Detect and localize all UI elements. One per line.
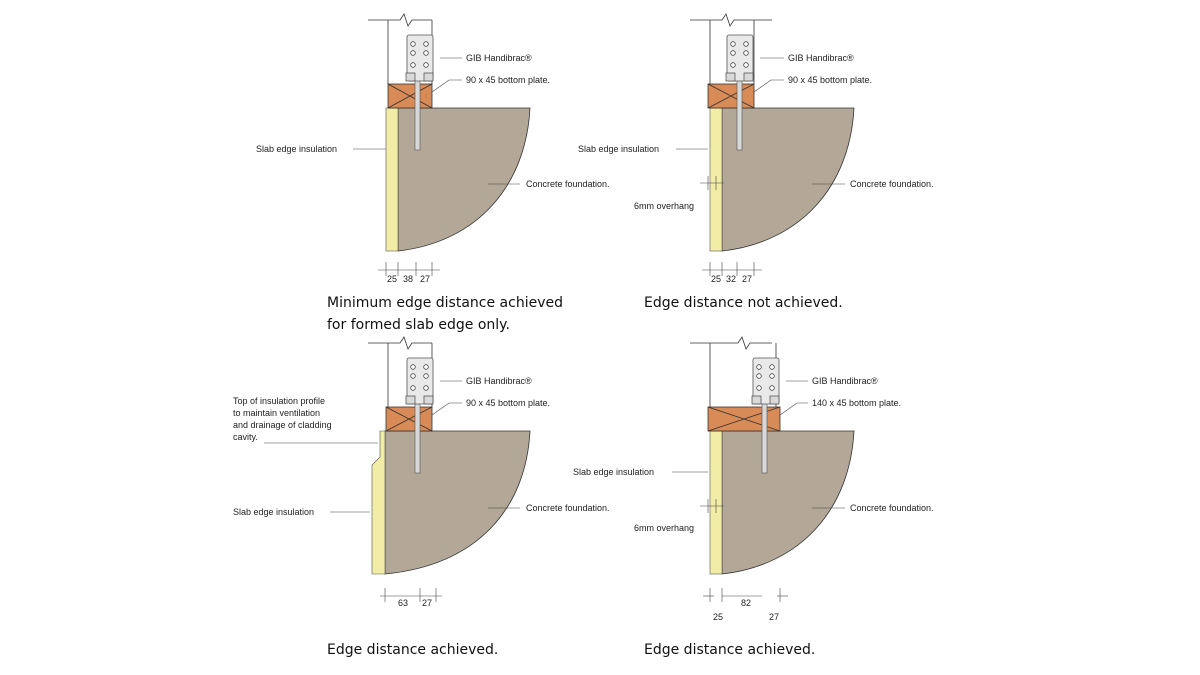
concrete-foundation (721, 107, 855, 252)
dimension-label: 27 (422, 598, 432, 608)
handibrac-bracket (725, 34, 754, 82)
concrete-foundation (397, 107, 531, 252)
foundation-label: Concrete foundation. (850, 503, 934, 513)
overhang-label: 6mm overhang (634, 201, 694, 211)
caption-line: Minimum edge distance achieved (327, 295, 563, 311)
bottom-plate-label: 90 x 45 bottom plate. (788, 75, 872, 85)
handibrac-bracket (405, 357, 434, 405)
caption-line: Edge distance achieved. (327, 642, 498, 658)
handibrac-bracket (405, 34, 434, 82)
dimension-line (702, 262, 762, 276)
anchor-bolt (414, 398, 421, 474)
overhang-marker (700, 499, 724, 513)
leader-plate (779, 402, 808, 416)
handibrac-label: GIB Handibrac® (466, 53, 532, 63)
handibrac-label: GIB Handibrac® (812, 376, 878, 386)
handibrac-bracket (751, 357, 780, 405)
profile-label-line: to maintain ventilation (233, 408, 320, 418)
slab-edge-insulation (385, 107, 399, 252)
profile-label-line: cavity. (233, 432, 258, 442)
caption-line: Edge distance achieved. (644, 642, 815, 658)
panel-bottom-left: GIB Handibrac® 90 x 45 bottom plate. Top… (233, 336, 610, 658)
bottom-plate (707, 406, 781, 432)
dimension-label: 82 (741, 598, 751, 608)
bottom-plate (385, 406, 433, 432)
panel-top-right: GIB Handibrac® 90 x 45 bottom plate. Sla… (578, 13, 934, 311)
wall-break-line (690, 13, 772, 27)
slab-edge-insulation (371, 430, 386, 575)
anchor-bolt (736, 75, 743, 151)
leader-plate (431, 79, 462, 93)
concrete-foundation (721, 430, 855, 575)
dimension-line (703, 588, 788, 602)
insulation-label: Slab edge insulation (256, 144, 337, 154)
bottom-plate-label: 90 x 45 bottom plate. (466, 75, 550, 85)
leader-plate (753, 79, 784, 93)
panel-bottom-right: GIB Handibrac® 140 x 45 bottom plate. Sl… (573, 336, 934, 658)
bottom-plate (707, 83, 755, 109)
overhang-label: 6mm overhang (634, 523, 694, 533)
bottom-plate-label: 90 x 45 bottom plate. (466, 398, 550, 408)
anchor-bolt (761, 398, 768, 474)
foundation-label: Concrete foundation. (526, 179, 610, 189)
overhang-marker (700, 176, 724, 190)
wall-break-line (368, 336, 432, 350)
dimension-label: 32 (726, 274, 736, 284)
dimension-label: 25 (711, 274, 721, 284)
dimension-label: 27 (742, 274, 752, 284)
leader-plate (431, 402, 462, 416)
insulation-label: Slab edge insulation (233, 507, 314, 517)
dimension-label: 38 (403, 274, 413, 284)
insulation-label: Slab edge insulation (578, 144, 659, 154)
insulation-label: Slab edge insulation (573, 467, 654, 477)
concrete-foundation (384, 430, 531, 575)
foundation-label: Concrete foundation. (526, 503, 610, 513)
dimension-label: 27 (769, 612, 779, 622)
bottom-plate-label: 140 x 45 bottom plate. (812, 398, 901, 408)
profile-label-line: Top of insulation profile (233, 396, 325, 406)
dimension-label: 27 (420, 274, 430, 284)
caption-line: Edge distance not achieved. (644, 295, 843, 311)
foundation-label: Concrete foundation. (850, 179, 934, 189)
wall-break-line (690, 336, 772, 350)
handibrac-label: GIB Handibrac® (466, 376, 532, 386)
dimension-label: 25 (387, 274, 397, 284)
handibrac-label: GIB Handibrac® (788, 53, 854, 63)
dimension-label: 25 (713, 612, 723, 622)
dimension-line (378, 262, 440, 276)
wall-break-line (368, 13, 432, 27)
dimension-line (380, 588, 442, 602)
panel-top-left: GIB Handibrac® 90 x 45 bottom plate. Sla… (256, 13, 610, 333)
profile-label-line: and drainage of cladding (233, 420, 332, 430)
bottom-plate (387, 83, 433, 109)
anchor-bolt (414, 75, 421, 151)
dimension-label: 63 (398, 598, 408, 608)
caption-line: for formed slab edge only. (327, 317, 510, 333)
